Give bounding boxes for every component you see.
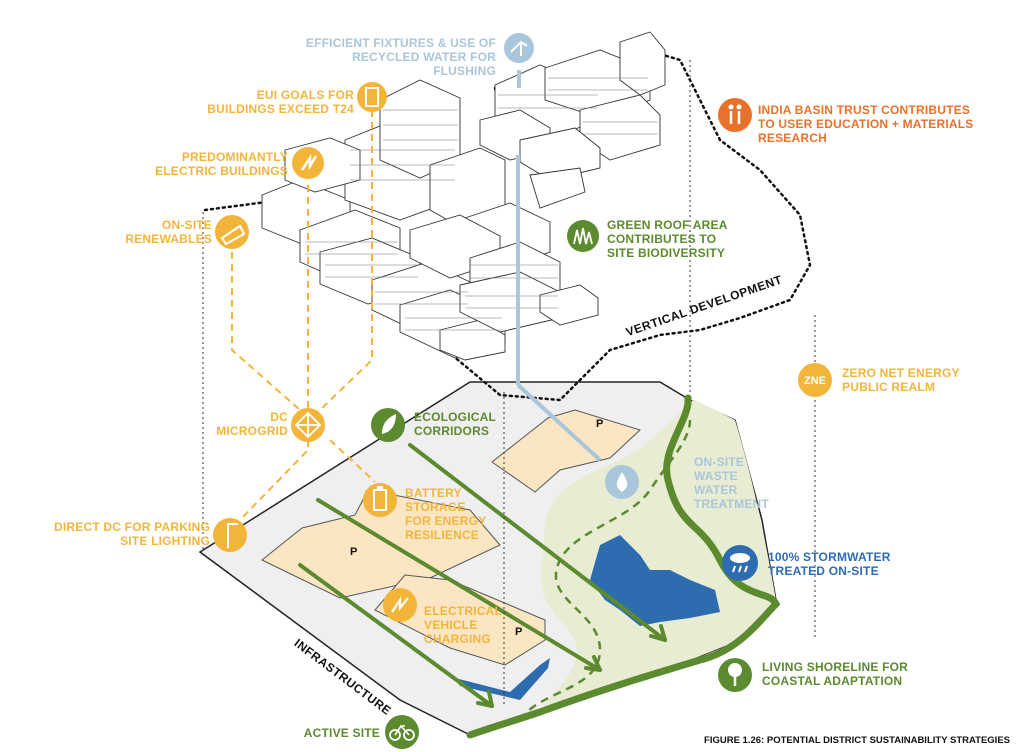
zne-badge-text: ZNE [804, 375, 826, 387]
building-stripes [305, 77, 658, 331]
figure-caption: FIGURE 1.26: POTENTIAL DISTRICT SUSTAINA… [704, 735, 1010, 746]
people-icon [718, 98, 752, 132]
waste-water-label: ON-SITE WASTE WATER TREATMENT [694, 455, 769, 511]
zne-icon: ZNE [798, 363, 832, 397]
rain-cloud-icon [722, 545, 758, 581]
battery-icon [363, 483, 397, 517]
dc-microgrid-label: DC MICROGRID [216, 410, 288, 438]
water-faucet-icon [504, 33, 534, 63]
grass-icon [567, 220, 599, 252]
eui-goals-label: EUI GOALS FOR BUILDINGS EXCEED T24 [207, 88, 354, 116]
energy-connections [231, 110, 376, 521]
direct-dc-label: DIRECT DC FOR PARKING SITE LIGHTING [54, 520, 210, 548]
water-pipe [516, 70, 602, 462]
onsite-renewables-label: ON-SITE RENEWABLES [125, 218, 212, 246]
zne-public-realm-label: ZERO NET ENERGY PUBLIC REALM [842, 366, 960, 394]
efficient-fixtures-label: EFFICIENT FIXTURES & USE OF RECYCLED WAT… [305, 36, 496, 78]
living-shoreline-label: LIVING SHORELINE FOR COASTAL ADAPTATION [762, 660, 909, 688]
ecological-corridors-label: ECOLOGICAL CORRIDORS [414, 410, 496, 438]
parking-lots [261, 409, 641, 666]
water-drop-icon [605, 465, 639, 499]
bicycle-icon [385, 715, 419, 749]
leaf-icon [371, 408, 405, 442]
corridor-arrows [298, 443, 667, 708]
building-meter-icon [357, 82, 387, 112]
stormwater-label: 100% STORMWATER TREATED ON-SITE [768, 550, 891, 578]
green-roof-label: GREEN ROOF AREA CONTRIBUTES TO SITE BIOD… [607, 218, 728, 260]
parking-marker: P [350, 546, 358, 558]
parking-marker: P [515, 626, 523, 638]
parking-marker: P [596, 418, 604, 430]
buildings-cluster [261, 31, 666, 361]
stormwater-features [455, 535, 720, 700]
solar-panel-icon [215, 215, 249, 249]
vertical-guides [202, 60, 816, 705]
india-basin-label: INDIA BASIN TRUST CONTRIBUTES TO USER ED… [758, 103, 974, 145]
street-light-icon [213, 518, 247, 552]
ev-charge-icon [383, 588, 417, 622]
active-site-label: ACTIVE SITE [303, 726, 380, 740]
tree-icon [718, 658, 752, 692]
lightning-icon [292, 147, 324, 179]
ev-charging-label: ELECTRICAL VEHICLE CHARGING [424, 604, 502, 646]
grid-node-icon [291, 408, 325, 442]
electric-buildings-label: PREDOMINANTLY ELECTRIC BUILDINGS [155, 150, 288, 178]
battery-storage-label: BATTERY STORAGE FOR ENERGY RESILIENCE [405, 486, 487, 542]
